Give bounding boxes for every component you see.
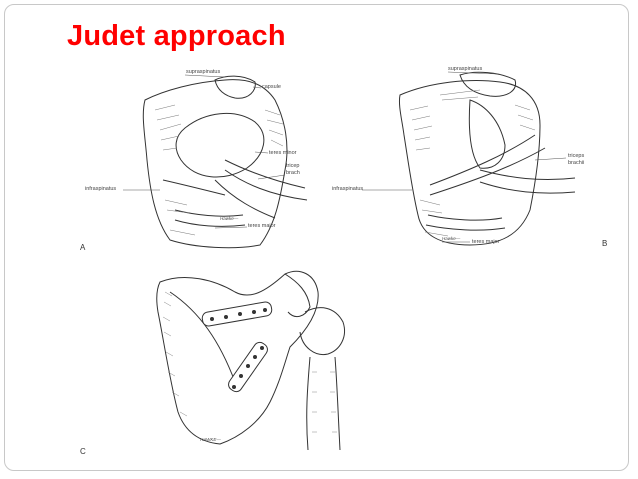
panel-letter-b: B [602, 239, 608, 248]
panel-letter-c: C [80, 447, 86, 456]
label-teres-major-b: teres major [472, 239, 500, 245]
shoulder-drawing-a [123, 74, 308, 249]
label-capsule-a: capsule [262, 84, 281, 90]
label-teres-major-a: teres major [248, 223, 276, 229]
label-supraspinatus-b: supraspinatus [448, 66, 483, 72]
signature-c: HAWKE— [200, 437, 221, 442]
figure-b-illustration: supraspinatus triceps brachii infraspina… [330, 60, 605, 260]
label-triceps-a: tricep [286, 163, 300, 169]
label-supraspinatus-a: supraspinatus [186, 69, 221, 75]
label-triceps-b: triceps [568, 153, 585, 159]
label-teres-minor-a: teres minor [269, 150, 297, 156]
label-triceps2-b: brachii [568, 160, 585, 166]
panel-letter-a: A [80, 243, 86, 252]
label-infraspinatus-b: infraspinatus [332, 186, 364, 192]
label-infraspinatus-a: infraspinatus [85, 186, 117, 192]
slide-frame [4, 4, 629, 471]
shoulder-drawing-b [362, 71, 576, 246]
signature-a: Hawke— [220, 216, 239, 221]
figure-c-illustration: HAWKE— [140, 262, 355, 452]
scapula-plates-drawing-c [156, 270, 345, 451]
slide-title: Judet approach [67, 20, 286, 52]
label-triceps2-a: brach [286, 170, 300, 176]
figure-a-illustration: supraspinatus capsule teres minor tricep… [75, 60, 330, 260]
signature-b: Hawke— [442, 236, 461, 241]
